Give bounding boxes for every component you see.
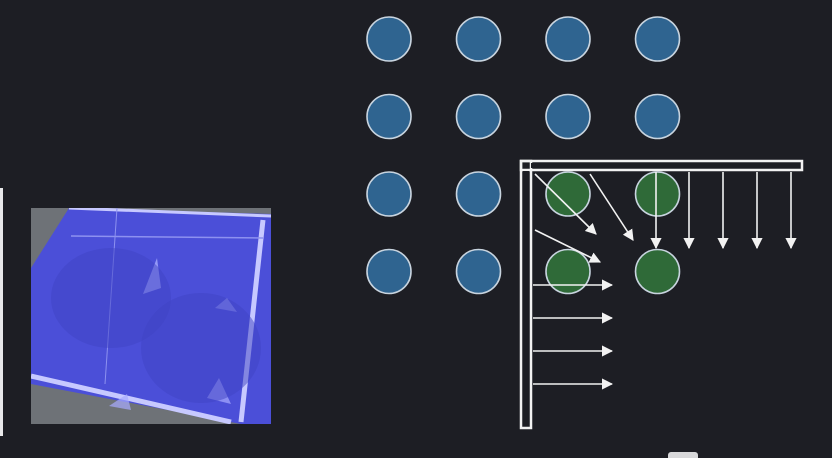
bulk-atom — [455, 171, 502, 217]
bulk-atom — [366, 171, 412, 217]
bulk-atom — [455, 248, 502, 295]
bottom-edge-tab — [668, 452, 698, 458]
bulk-atom — [545, 93, 591, 140]
bulk-atom — [455, 93, 502, 140]
force-arrow — [534, 173, 597, 235]
bulk-atom — [545, 16, 591, 62]
boundary-atom — [634, 171, 681, 217]
bulk-atom — [366, 93, 412, 140]
bulk-atom — [455, 16, 502, 62]
boundary-bracket — [519, 159, 804, 430]
boundary-atom — [545, 171, 591, 217]
atom-lattice — [366, 16, 681, 295]
bulk-atom — [634, 93, 681, 140]
left-edge-strip — [0, 188, 3, 436]
force-arrow — [534, 229, 602, 263]
boundary-atom — [545, 248, 591, 295]
thumbnail-image — [31, 208, 271, 424]
boundary-atom — [634, 248, 681, 295]
simulation-thumbnail — [31, 208, 271, 424]
force-arrows — [533, 172, 797, 390]
bulk-atom — [366, 16, 412, 62]
bulk-atom — [634, 16, 681, 62]
force-arrow — [589, 173, 634, 241]
bulk-atom — [366, 248, 412, 295]
